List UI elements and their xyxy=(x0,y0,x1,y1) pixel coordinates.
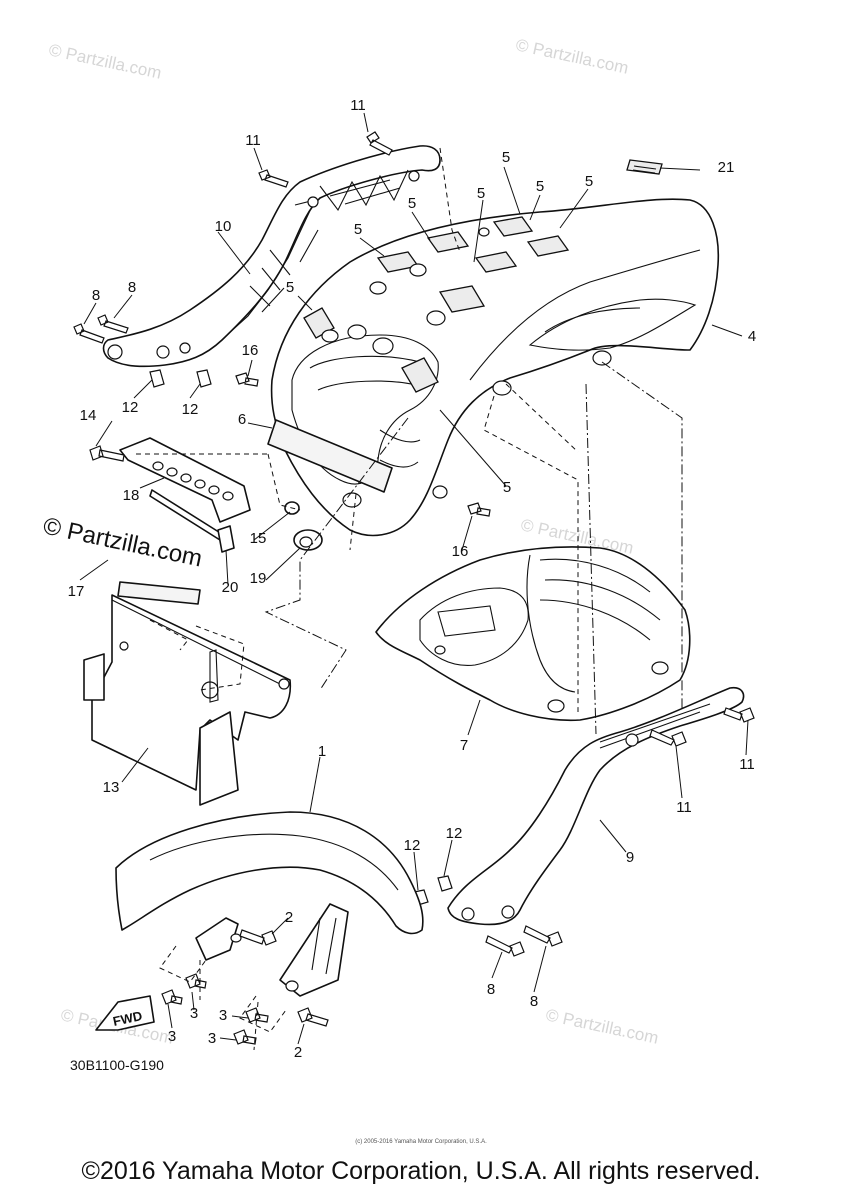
callout-3: 3 xyxy=(208,1030,216,1047)
callout-12: 12 xyxy=(182,401,199,418)
callout-5: 5 xyxy=(354,221,362,238)
callout-5: 5 xyxy=(503,479,511,496)
leader-lines xyxy=(79,112,749,1045)
callout-5: 5 xyxy=(585,173,593,190)
callout-15: 15 xyxy=(250,530,267,547)
callout-20: 20 xyxy=(222,579,239,596)
plate-part-17 xyxy=(117,581,201,605)
callout-8: 8 xyxy=(92,287,100,304)
callout-13: 13 xyxy=(103,779,120,796)
rear-fender-part-4 xyxy=(270,198,720,537)
callout-21: 21 xyxy=(718,159,735,176)
callout-5: 5 xyxy=(286,279,294,296)
watermark-large: © Partzilla.com xyxy=(41,512,205,572)
callout-18: 18 xyxy=(123,487,140,504)
damper-part-19 xyxy=(293,529,323,551)
callout-16: 16 xyxy=(242,342,259,359)
fine-print: (c) 2005-2016 Yamaha Motor Corporation, … xyxy=(355,1139,487,1145)
callout-12: 12 xyxy=(446,825,463,842)
fender-bolts xyxy=(161,929,329,1045)
diagram-code: 30B1100-G190 xyxy=(70,1057,164,1073)
cable-tie-part-20 xyxy=(149,489,235,553)
callout-12: 12 xyxy=(122,399,139,416)
callout-19: 19 xyxy=(250,570,267,587)
inner-fender-part-7 xyxy=(375,546,691,722)
fwd-label: FWD xyxy=(112,1008,144,1029)
callout-9: 9 xyxy=(626,849,634,866)
stay-bolts xyxy=(485,707,755,957)
callout-16: 16 xyxy=(452,543,469,560)
watermark-top-right: © Partzilla.com xyxy=(514,35,630,77)
callout-8: 8 xyxy=(128,279,136,296)
callout-1: 1 xyxy=(318,743,326,760)
watermark-top-left: © Partzilla.com xyxy=(47,40,163,82)
label-part-21 xyxy=(626,159,663,175)
stay-part-9 xyxy=(413,686,745,926)
callout-11: 11 xyxy=(676,799,692,816)
watermark-bottom-right: © Partzilla.com xyxy=(544,1005,660,1047)
callout-3: 3 xyxy=(219,1007,227,1024)
callout-2: 2 xyxy=(285,909,293,926)
callout-6: 6 xyxy=(238,411,246,428)
mudflap-part-13 xyxy=(83,594,292,806)
callout-3: 3 xyxy=(190,1005,198,1022)
grab-bar-bolts xyxy=(73,131,393,344)
callout-5: 5 xyxy=(536,178,544,195)
callout-11: 11 xyxy=(739,756,755,773)
copyright-notice: ©2016 Yamaha Motor Corporation, U.S.A. A… xyxy=(81,1157,761,1185)
callout-5: 5 xyxy=(408,195,416,212)
callout-5: 5 xyxy=(502,149,510,166)
callout-3: 3 xyxy=(168,1028,176,1045)
callout-11: 11 xyxy=(245,132,261,149)
callout-7: 7 xyxy=(460,737,468,754)
callout-8: 8 xyxy=(487,981,495,998)
callouts: 11 11 10 8 8 12 12 16 5 5 5 5 5 5 5 5 21… xyxy=(68,97,757,1061)
callout-11: 11 xyxy=(350,97,366,114)
fwd-arrow-icon: FWD xyxy=(95,995,155,1031)
front-fender-part-1 xyxy=(115,811,424,997)
assembly-lines xyxy=(136,147,683,1051)
callout-12: 12 xyxy=(404,837,421,854)
reflector-part-6 xyxy=(267,419,393,493)
callout-2: 2 xyxy=(294,1044,302,1061)
bracket-part-18 xyxy=(89,437,251,523)
callout-4: 4 xyxy=(748,328,756,345)
screws-part-16 xyxy=(235,372,491,517)
grab-bar-part-10 xyxy=(102,145,441,388)
callout-10: 10 xyxy=(215,218,232,235)
callout-5: 5 xyxy=(477,185,485,202)
callout-14: 14 xyxy=(80,407,97,424)
callout-8: 8 xyxy=(530,993,538,1010)
callout-17: 17 xyxy=(68,583,85,600)
